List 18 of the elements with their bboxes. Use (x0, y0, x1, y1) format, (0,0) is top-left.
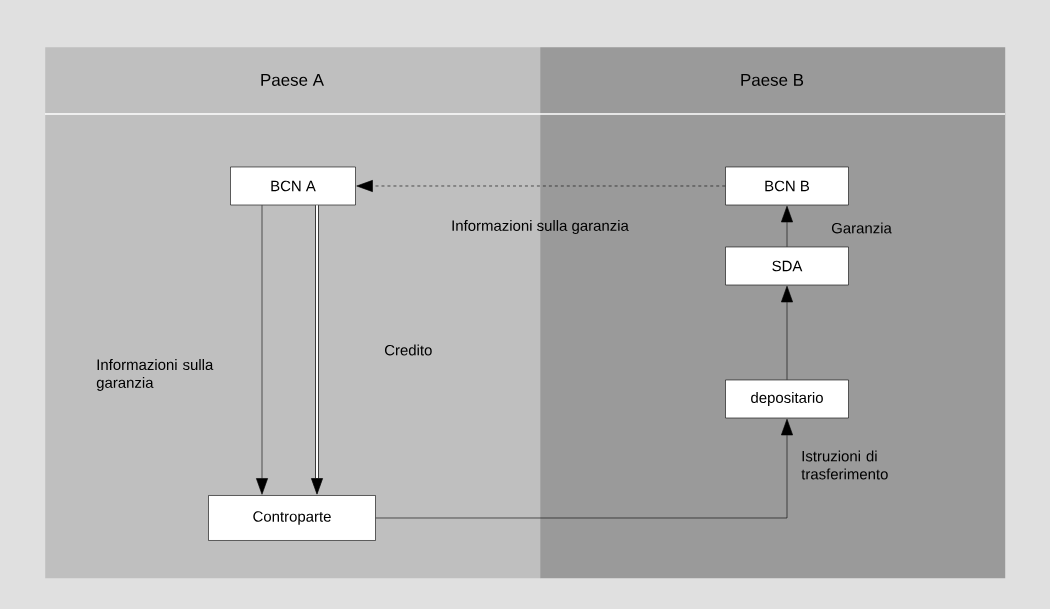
process-box: depositario (725, 379, 849, 419)
arrow (356, 180, 726, 192)
process-box: SDA (725, 246, 849, 286)
arrow (781, 205, 793, 247)
panel-heading: Paese A (261, 74, 324, 86)
arrow (781, 285, 793, 380)
process-box: Controparte (208, 495, 376, 541)
edge-label: Credito (384, 344, 432, 356)
arrow (256, 205, 268, 495)
process-box: BCN A (230, 166, 356, 206)
panel-heading: Paese B (741, 74, 804, 86)
arrow (311, 205, 323, 495)
edge-label: Informazioni sulla garanzia (452, 220, 629, 234)
process-box: BCN B (725, 166, 849, 206)
edge-label: Garanzia (831, 222, 892, 234)
arrow (375, 418, 793, 519)
edge-label: Informazioni sulla garanzia (96, 359, 214, 391)
edge-label: Istruzioni di trasferimento (801, 450, 888, 480)
